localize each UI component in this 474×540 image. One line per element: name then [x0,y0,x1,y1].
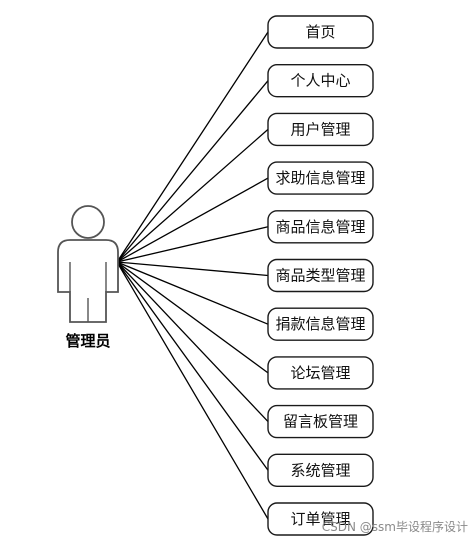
use-case-7: 捐款信息管理 [267,307,374,341]
association-line [116,226,269,263]
use-case-6: 商品类型管理 [267,258,374,293]
use-case-box [267,453,374,487]
use-case-label: 求助信息管理 [275,169,365,187]
association-line [116,261,269,423]
watermark: CSDN @ssm毕设程序设计 [322,519,468,534]
use-case-list: 首页个人中心用户管理求助信息管理商品信息管理商品类型管理捐款信息管理论坛管理留言… [267,15,374,536]
use-case-5: 商品信息管理 [267,210,374,244]
association-line [116,261,269,471]
association-lines [116,31,269,520]
use-case-label: 留言板管理 [283,413,358,431]
person-icon [57,205,119,323]
use-case-4: 求助信息管理 [267,161,374,195]
use-case-11: 订单管理 [267,502,374,536]
use-case-box [267,258,374,293]
use-case-2: 个人中心 [267,63,374,98]
use-case-9: 留言板管理 [267,404,374,439]
use-case-3: 用户管理 [267,112,374,147]
use-case-label: 个人中心 [290,72,350,90]
association-line [116,80,269,263]
actor-label: 管理员 [65,332,110,350]
use-case-box [267,210,374,244]
association-line [116,261,269,325]
association-line [116,261,269,277]
use-case-box [267,161,374,195]
use-case-label: 商品类型管理 [275,267,365,285]
use-case-8: 论坛管理 [267,356,374,390]
use-case-box [267,15,374,49]
use-case-label: 商品信息管理 [275,218,365,236]
use-case-label: 首页 [305,23,335,41]
use-case-box [267,112,374,147]
use-case-box [267,502,374,536]
use-case-label: 捐款信息管理 [275,315,365,333]
use-case-label: 系统管理 [290,461,350,479]
use-case-box [267,307,374,341]
use-case-label: 订单管理 [290,510,350,528]
use-case-label: 用户管理 [290,120,350,138]
use-case-10: 系统管理 [267,453,374,487]
association-line [116,31,269,263]
actor-figure: 管理员 [57,205,119,350]
association-line [116,261,269,520]
use-case-box [267,63,374,98]
use-case-box [267,356,374,390]
association-line [116,128,269,263]
use-case-1: 首页 [267,15,374,49]
use-case-box [267,404,374,439]
association-line [116,261,269,374]
association-line [116,177,269,263]
use-case-label: 论坛管理 [290,364,350,382]
